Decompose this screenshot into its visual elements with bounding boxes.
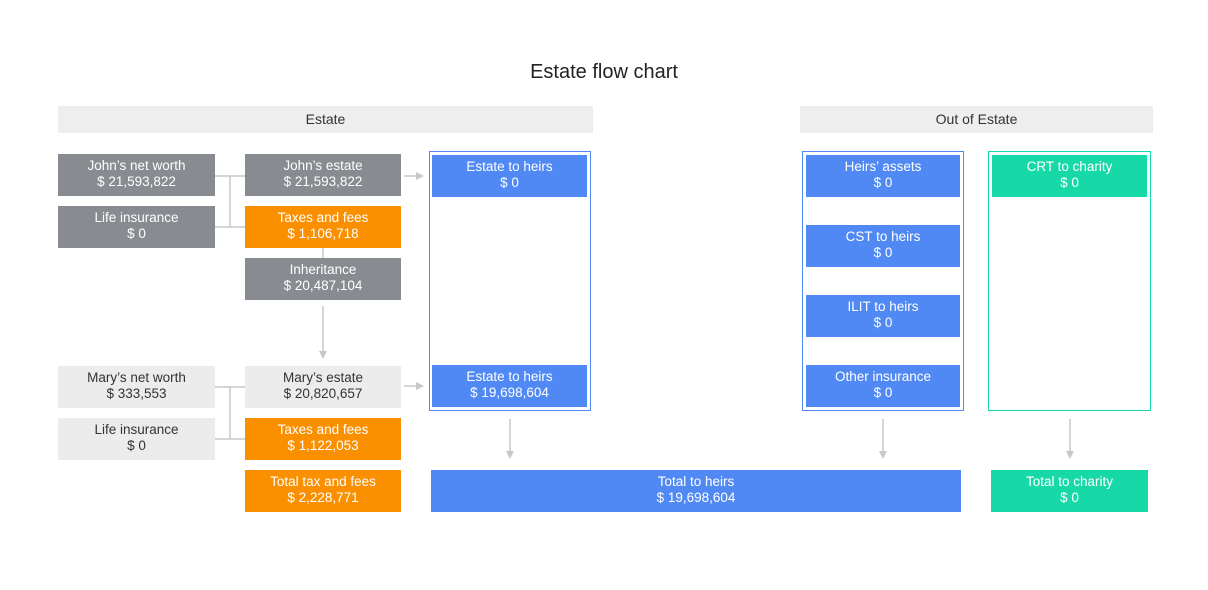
mary-estate-to-heirs-label: Estate to heirs — [466, 369, 553, 384]
john-net-worth-label: John’s net worth — [87, 158, 186, 173]
estate-header: Estate — [58, 106, 593, 133]
estate-to-heirs-container — [429, 151, 591, 411]
mary-life-insurance-box: Life insurance $ 0 — [58, 418, 215, 460]
total-to-charity-label: Total to charity — [1025, 474, 1114, 489]
total-to-charity-value: $ 0 — [1060, 490, 1079, 505]
john-inheritance-label: Inheritance — [289, 262, 357, 277]
john-estate-box: John’s estate $ 21,593,822 — [245, 154, 401, 196]
john-estate-to-heirs-value: $ 0 — [500, 175, 519, 190]
john-net-worth-box: John’s net worth $ 21,593,822 — [58, 154, 215, 196]
john-taxes-box: Taxes and fees $ 1,106,718 — [245, 206, 401, 248]
john-net-worth-value: $ 21,593,822 — [97, 174, 176, 189]
mary-taxes-value: $ 1,122,053 — [287, 438, 359, 453]
john-estate-to-heirs-box: Estate to heirs $ 0 — [432, 155, 587, 197]
john-life-insurance-label: Life insurance — [94, 210, 179, 225]
mary-net-worth-label: Mary’s net worth — [87, 370, 186, 385]
mary-net-worth-box: Mary’s net worth $ 333,553 — [58, 366, 215, 408]
mary-life-insurance-value: $ 0 — [127, 438, 146, 453]
mary-estate-value: $ 20,820,657 — [283, 386, 363, 401]
heirs-assets-box: Heirs’ assets $ 0 — [806, 155, 960, 197]
mary-taxes-box: Taxes and fees $ 1,122,053 — [245, 418, 401, 460]
page-title: Estate flow chart — [530, 61, 678, 83]
john-life-insurance-value: $ 0 — [127, 226, 146, 241]
john-estate-label: John’s estate — [283, 158, 363, 173]
out-of-estate-header: Out of Estate — [800, 106, 1153, 133]
crt-to-charity-value: $ 0 — [1060, 175, 1079, 190]
cst-to-heirs-box: CST to heirs $ 0 — [806, 225, 960, 267]
ilit-to-heirs-value: $ 0 — [873, 315, 893, 330]
mary-estate-label: Mary’s estate — [282, 370, 364, 385]
john-life-insurance-box: Life insurance $ 0 — [58, 206, 215, 248]
out-of-estate-container — [802, 151, 964, 411]
other-insurance-value: $ 0 — [873, 385, 893, 400]
cst-to-heirs-label: CST to heirs — [845, 229, 921, 244]
cst-to-heirs-value: $ 0 — [873, 245, 893, 260]
mary-estate-to-heirs-box: Estate to heirs $ 19,698,604 — [432, 365, 587, 407]
ilit-to-heirs-box: ILIT to heirs $ 0 — [806, 295, 960, 337]
mary-estate-to-heirs-value: $ 19,698,604 — [470, 385, 549, 400]
total-tax-box: Total tax and fees $ 2,228,771 — [245, 470, 401, 512]
crt-to-charity-label: CRT to charity — [1026, 159, 1113, 174]
total-to-charity-box: Total to charity $ 0 — [991, 470, 1148, 512]
other-insurance-label: Other insurance — [834, 369, 932, 384]
john-inheritance-box: Inheritance $ 20,487,104 — [245, 258, 401, 300]
john-taxes-value: $ 1,106,718 — [287, 226, 359, 241]
crt-to-charity-box: CRT to charity $ 0 — [992, 155, 1147, 197]
total-to-heirs-label: Total to heirs — [657, 474, 735, 489]
other-insurance-box: Other insurance $ 0 — [806, 365, 960, 407]
mary-estate-box: Mary’s estate $ 20,820,657 — [245, 366, 401, 408]
heirs-assets-label: Heirs’ assets — [844, 159, 922, 174]
total-tax-label: Total tax and fees — [270, 474, 376, 489]
heirs-assets-value: $ 0 — [873, 175, 893, 190]
total-tax-value: $ 2,228,771 — [287, 490, 359, 505]
john-estate-value: $ 21,593,822 — [283, 174, 363, 189]
ilit-to-heirs-label: ILIT to heirs — [847, 299, 919, 314]
john-inheritance-value: $ 20,487,104 — [283, 278, 363, 293]
mary-taxes-label: Taxes and fees — [277, 422, 369, 437]
charity-container — [988, 151, 1151, 411]
john-taxes-label: Taxes and fees — [277, 210, 369, 225]
total-to-heirs-box: Total to heirs $ 19,698,604 — [431, 470, 961, 512]
mary-life-insurance-label: Life insurance — [94, 422, 179, 437]
total-to-heirs-value: $ 19,698,604 — [656, 490, 736, 505]
mary-net-worth-value: $ 333,553 — [106, 386, 167, 401]
john-estate-to-heirs-label: Estate to heirs — [466, 159, 553, 174]
